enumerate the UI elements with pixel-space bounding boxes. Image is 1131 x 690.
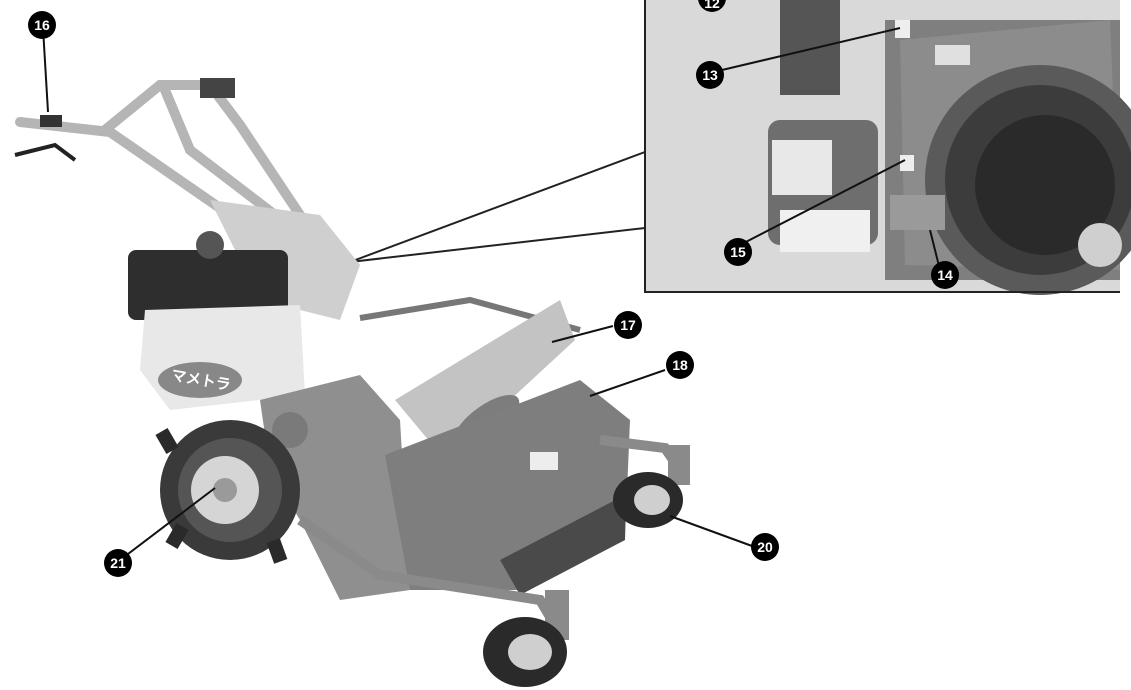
svg-text:21: 21	[110, 555, 126, 571]
svg-text:16: 16	[34, 17, 50, 33]
svg-text:20: 20	[757, 539, 773, 555]
svg-text:18: 18	[672, 357, 688, 373]
gauge-wheel-right	[613, 445, 690, 528]
callout-21: 21	[104, 549, 132, 577]
callout-14: 14	[931, 261, 959, 289]
svg-text:17: 17	[620, 317, 636, 333]
engine	[128, 250, 288, 320]
zoom-lines	[349, 151, 646, 263]
svg-text:13: 13	[702, 67, 718, 83]
svg-text:14: 14	[937, 267, 953, 283]
drive-wheel	[155, 420, 300, 564]
callout-18: 18	[666, 351, 694, 379]
callout-13: 13	[696, 61, 724, 89]
callout-20: 20	[751, 533, 779, 561]
callout-17: 17	[614, 311, 642, 339]
gauge-wheel-front	[483, 590, 569, 687]
callout-badges: 16 12 13 15 14 17 18 20	[28, 0, 959, 577]
walk-behind-tiller: マメトラ	[14, 78, 690, 687]
callout-12: 12	[698, 0, 726, 12]
svg-text:15: 15	[730, 244, 746, 260]
leader-lines	[42, 27, 941, 561]
callout-16: 16	[28, 11, 56, 39]
callout-15: 15	[724, 238, 752, 266]
engine-detail-inset	[644, 0, 1131, 295]
svg-text:12: 12	[704, 0, 720, 11]
